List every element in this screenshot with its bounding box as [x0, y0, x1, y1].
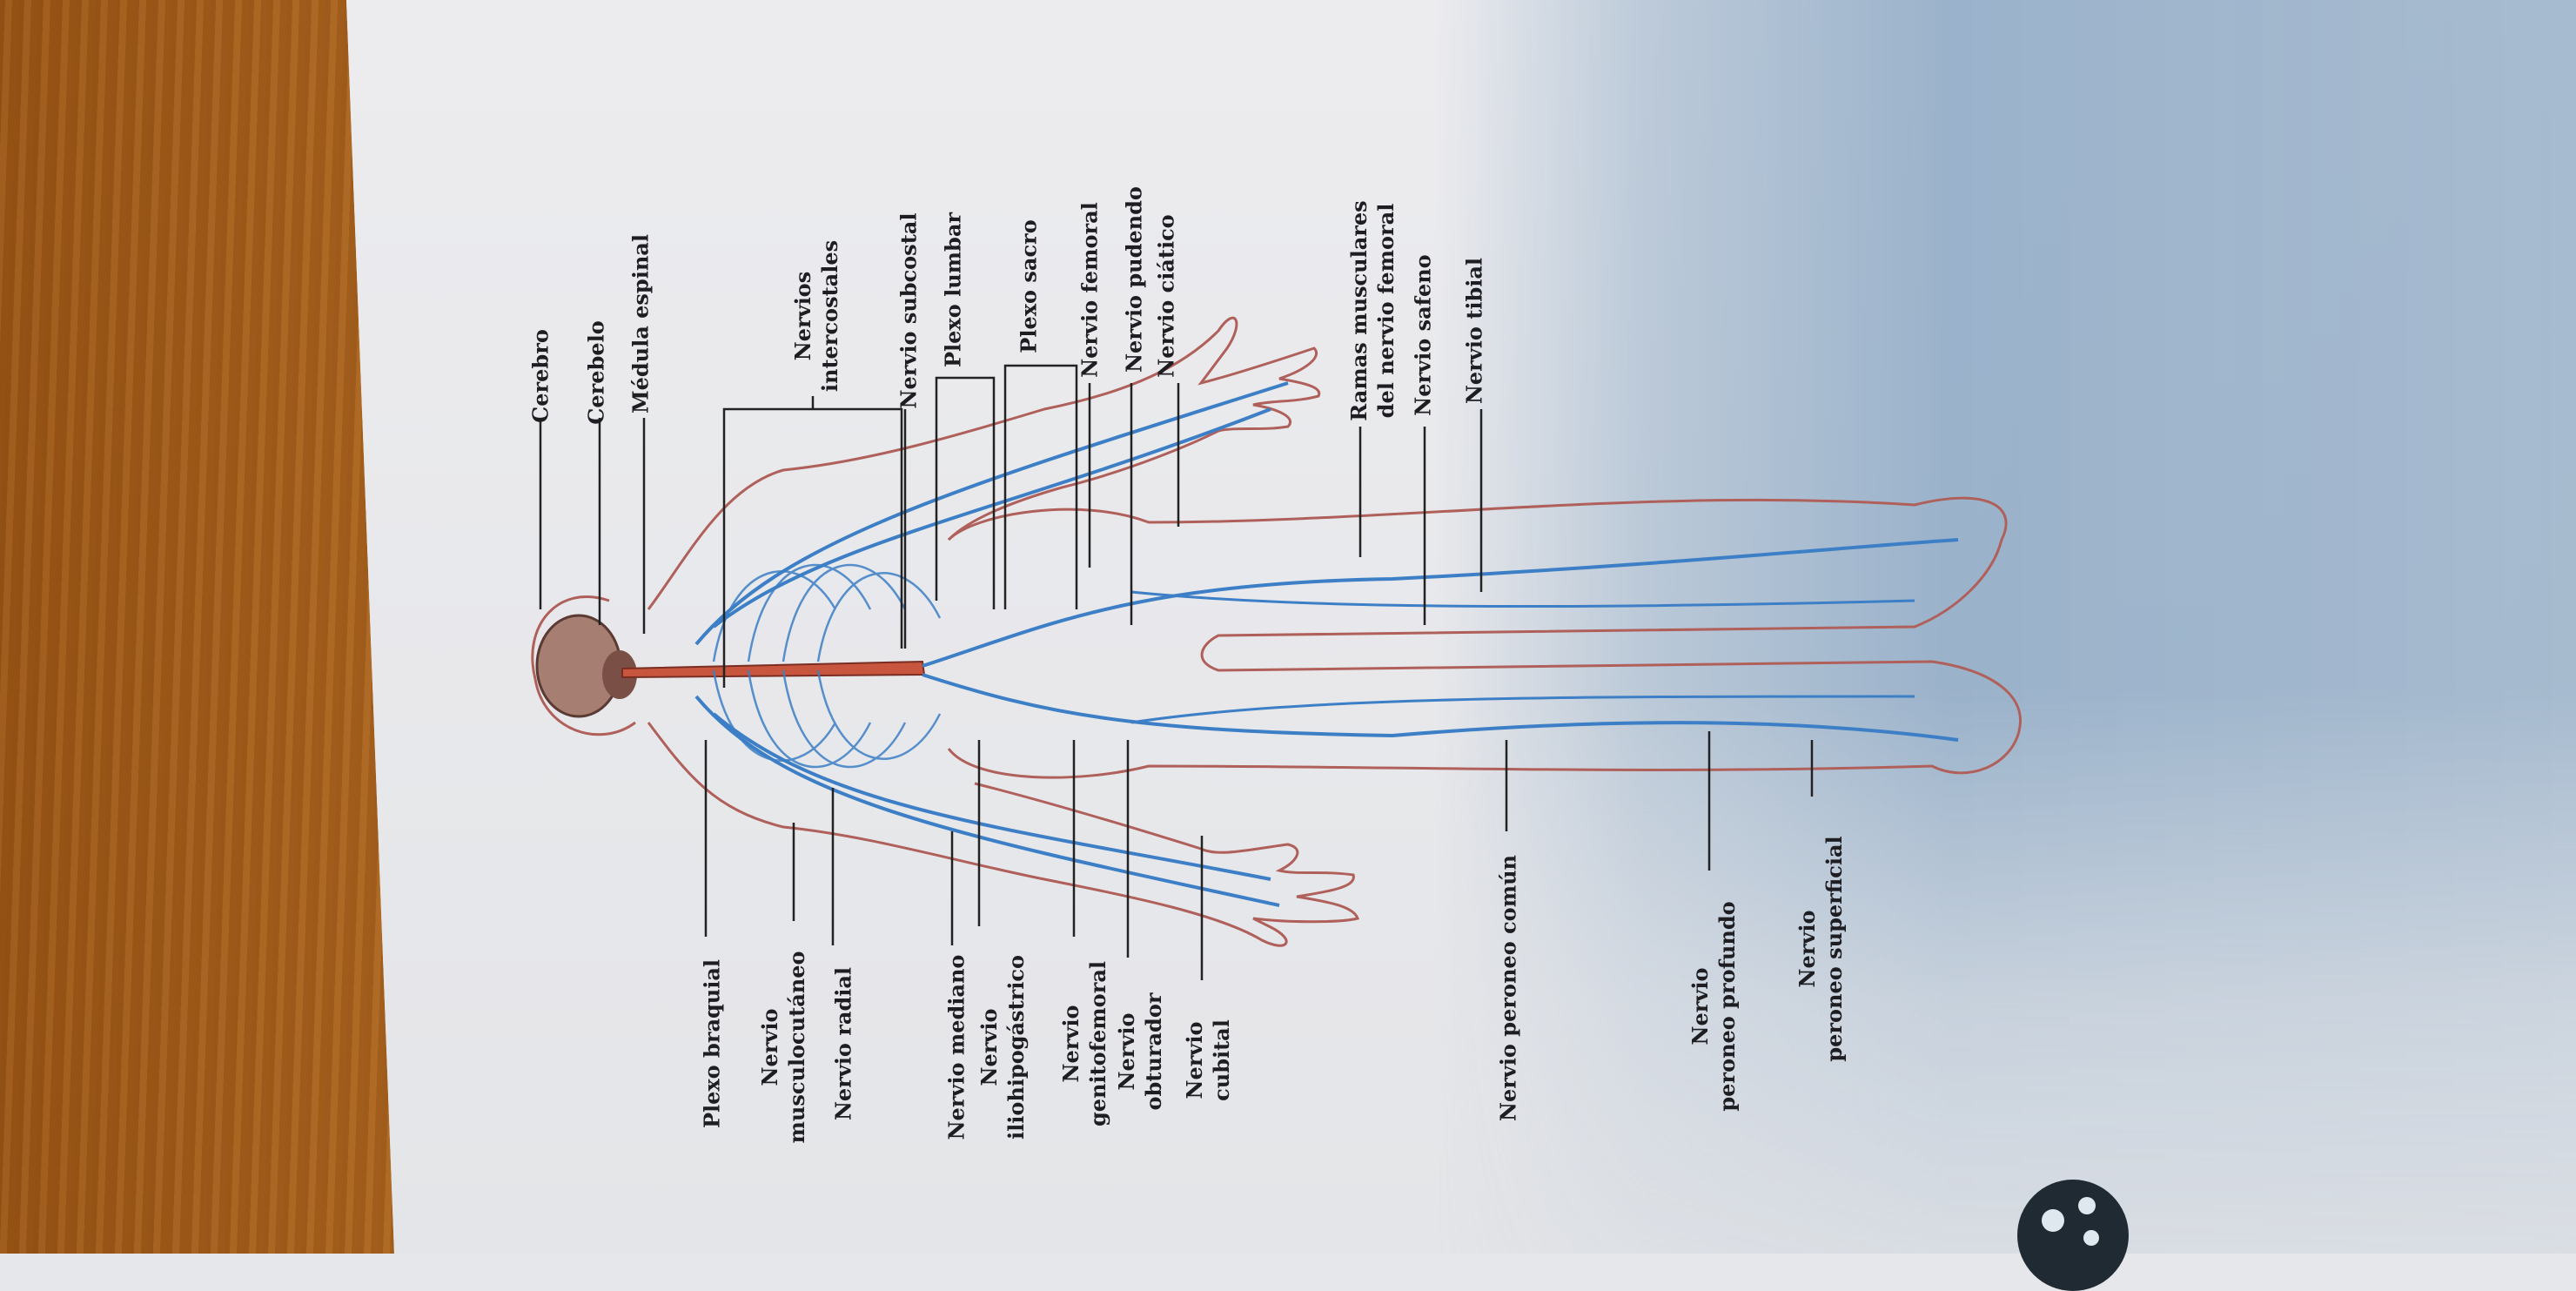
label-nervio-safeno: Nervio safeno [1410, 254, 1436, 416]
label-nervio-radial: Nervio radial [830, 966, 856, 1121]
spinal-cord [621, 660, 926, 679]
nerve-arm-upper [694, 381, 1289, 646]
body-outline [531, 316, 2022, 947]
nervous-system-diagram [531, 316, 2022, 980]
upper-arm-outline [647, 316, 1321, 610]
intercostal-nerves [712, 564, 942, 768]
label-medula-espinal: Médula espinal [627, 234, 654, 414]
label-plexo-braquial: Plexo braquial [699, 958, 725, 1129]
icon-dot [2083, 1230, 2099, 1246]
icon-dot [2042, 1209, 2064, 1232]
label-cerebro: Cerebro [527, 329, 553, 423]
label-nervio-ciatico: Nervio ciático [1153, 214, 1179, 378]
icon-dot [2078, 1197, 2096, 1214]
label-nervio-peroneo-comun: Nervio peroneo común [1495, 855, 1521, 1121]
label-nervio-femoral: Nervio femoral [1077, 202, 1103, 378]
label-nervio-subcostal: Nervio subcostal [896, 212, 922, 409]
label-nervio-mediano: Nervio mediano [943, 954, 969, 1140]
head-outline [531, 595, 636, 736]
label-plexo-lumbar: Plexo lumbar [940, 212, 966, 368]
legs-outline [947, 496, 2022, 779]
lower-arm-outline [647, 722, 1359, 947]
wooden-table [0, 0, 394, 1254]
label-cerebelo: Cerebelo [583, 320, 609, 425]
wood-grain [0, 0, 394, 1254]
label-plexo-sacro: Plexo sacro [1016, 219, 1042, 353]
label-nervio-pudendo: Nervio pudendo [1121, 186, 1147, 373]
label-nervio-tibial: Nervio tibial [1461, 257, 1487, 405]
brain [535, 614, 637, 718]
nerve-leg-lower [922, 673, 1959, 742]
leader-lines [539, 364, 1814, 980]
page-corner-icon [2017, 1180, 2129, 1291]
nerve-leg-upper [922, 538, 1959, 668]
page-shadow [1436, 0, 2576, 1254]
nerves [694, 381, 1959, 907]
